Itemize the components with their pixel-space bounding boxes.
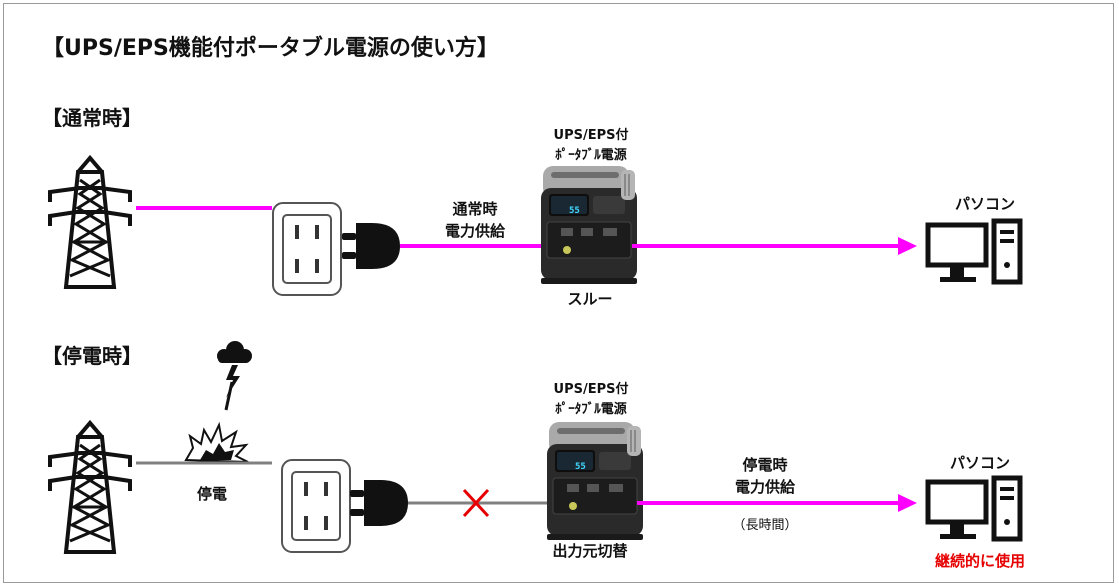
outage-supply-label: 停電時 電力供給	[710, 454, 820, 498]
power-tower-icon	[48, 156, 132, 289]
diagram-frame	[3, 3, 1114, 583]
page-title: 【UPS/EPS機能付ポータブル電源の使い方】	[42, 36, 499, 61]
device-label-line2: ﾎﾟｰﾀﾌﾞﾙ電源	[555, 148, 627, 163]
plug-icon	[350, 480, 408, 526]
device-label-line1: UPS/EPS付	[553, 382, 629, 397]
power-tower-icon	[48, 421, 132, 554]
normal-pc-label: パソコン	[954, 195, 1015, 213]
device-label-line1: UPS/EPS付	[553, 128, 629, 143]
supply-label-line1: 通常時	[452, 200, 498, 218]
supply-label-line1: 停電時	[742, 456, 788, 474]
normal-mode-label: スルー	[567, 290, 613, 308]
result-label: 継続的に使用	[934, 552, 1025, 570]
normal-supply-label: 通常時 電力供給	[420, 198, 530, 242]
supply-label-line2: 電力供給	[734, 478, 795, 496]
portable-power-station-icon	[540, 165, 638, 285]
storm-cloud-icon	[217, 341, 252, 398]
outage-device-label: UPS/EPS付 ﾎﾟｰﾀﾌﾞﾙ電源	[536, 380, 646, 420]
device-label-line2: ﾎﾟｰﾀﾌﾞﾙ電源	[555, 402, 627, 417]
outage-label: 停電	[196, 485, 227, 503]
outage-heading: 【停電時】	[42, 344, 142, 368]
wall-outlet-icon	[272, 202, 342, 296]
arrow-head-icon	[898, 237, 917, 255]
pc-icon	[928, 478, 1020, 539]
supply-label-line2: 電力供給	[444, 222, 505, 240]
outage-pc-label: パソコン	[949, 454, 1010, 472]
x-mark-icon	[462, 488, 490, 518]
normal-device-label: UPS/EPS付 ﾎﾟｰﾀﾌﾞﾙ電源	[536, 126, 646, 166]
normal-heading: 【通常時】	[42, 106, 142, 130]
wall-outlet-icon	[281, 459, 351, 553]
spark-burst-icon	[184, 421, 249, 463]
plug-icon	[342, 223, 400, 269]
arrow-head-icon	[898, 494, 917, 512]
outage-supply-note: （長時間）	[732, 518, 798, 533]
outage-mode-label: 出力元切替	[552, 542, 628, 560]
pc-icon	[928, 221, 1020, 282]
portable-power-station-icon	[546, 421, 644, 541]
device-display-value: 55	[569, 206, 580, 216]
device-display-value: 55	[575, 462, 586, 472]
lightning-bolt-icon	[224, 381, 234, 411]
